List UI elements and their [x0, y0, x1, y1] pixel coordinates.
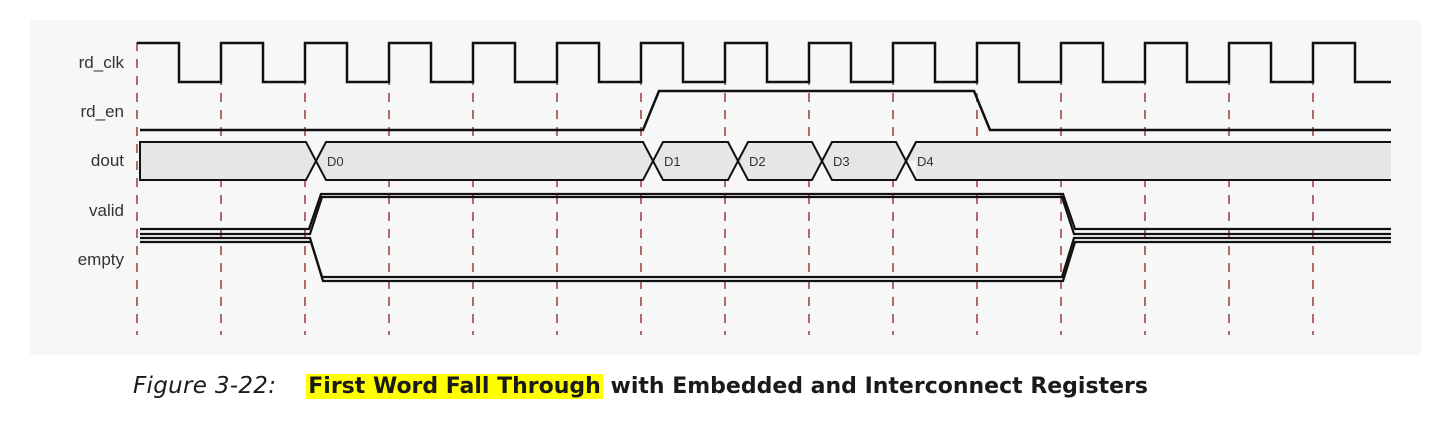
signal-label-rd-en: rd_en: [81, 102, 124, 121]
dout-value-d2: D2: [749, 154, 766, 169]
dout-value-d4: D4: [917, 154, 934, 169]
rd-clk-waveform: [137, 41, 1391, 84]
valid-waveform: [140, 192, 1391, 236]
caption-text: with Embedded and Interconnect Registers: [602, 374, 1148, 399]
empty-waveform: [140, 236, 1391, 283]
timing-diagram: rd_clk rd_en dout valid empty D0 D1 D2 D…: [78, 41, 1391, 335]
caption-highlight: First Word Fall Through: [306, 374, 603, 399]
signal-label-valid: valid: [89, 201, 124, 220]
dout-value-d3: D3: [833, 154, 850, 169]
dout-segment-d4-fill: [916, 143, 1391, 179]
figure-caption: Figure 3-22: First Word Fall Through with…: [133, 372, 1148, 400]
dout-value-d1: D1: [664, 154, 681, 169]
rd-en-waveform: [140, 89, 1391, 132]
signal-label-rd-clk: rd_clk: [79, 53, 125, 72]
dout-segment-initial: [139, 141, 318, 181]
dout-segment-d0: [314, 141, 655, 181]
dout-value-d0: D0: [327, 154, 344, 169]
clock-edge-markers: [136, 42, 1314, 335]
signal-label-dout: dout: [91, 151, 124, 170]
dout-bus: D0 D1 D2 D3 D4: [139, 141, 1391, 181]
signal-label-empty: empty: [78, 250, 125, 269]
dout-segment-d4-edges: [905, 141, 1391, 181]
figure-number: Figure 3-22:: [133, 373, 277, 399]
